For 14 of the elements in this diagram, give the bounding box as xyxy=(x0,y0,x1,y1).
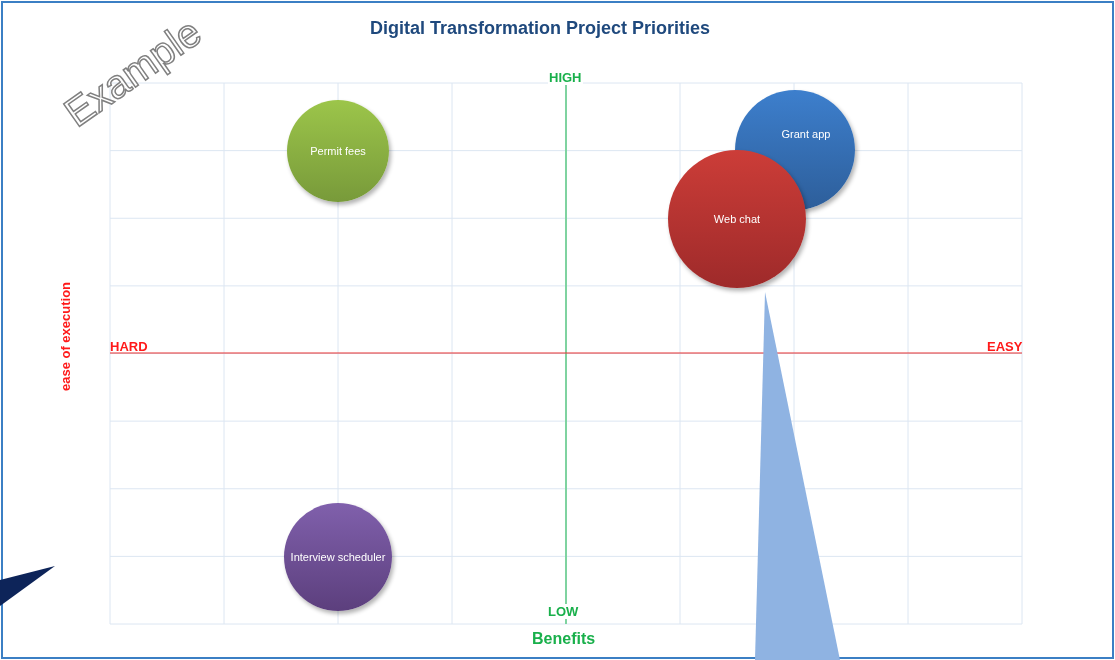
chart-title: Digital Transformation Project Priorities xyxy=(370,18,711,39)
bubble-label: Grant app xyxy=(781,128,831,140)
bubble-label: Permit fees xyxy=(310,145,366,157)
axis-end-label: EASY xyxy=(987,339,1023,354)
axis-end-label: HARD xyxy=(110,339,148,354)
axis-title: Benefits xyxy=(532,630,596,648)
bubble-label: Web chat xyxy=(713,213,761,225)
axis-title: ease of execution xyxy=(58,281,74,392)
bubble xyxy=(668,150,806,288)
triangle-shape xyxy=(755,292,840,660)
bubble-label: Interview scheduler xyxy=(290,551,386,563)
triangle-shape xyxy=(0,566,55,606)
axis-end-label: HIGH xyxy=(548,70,583,85)
axis-end-label: LOW xyxy=(547,604,580,619)
